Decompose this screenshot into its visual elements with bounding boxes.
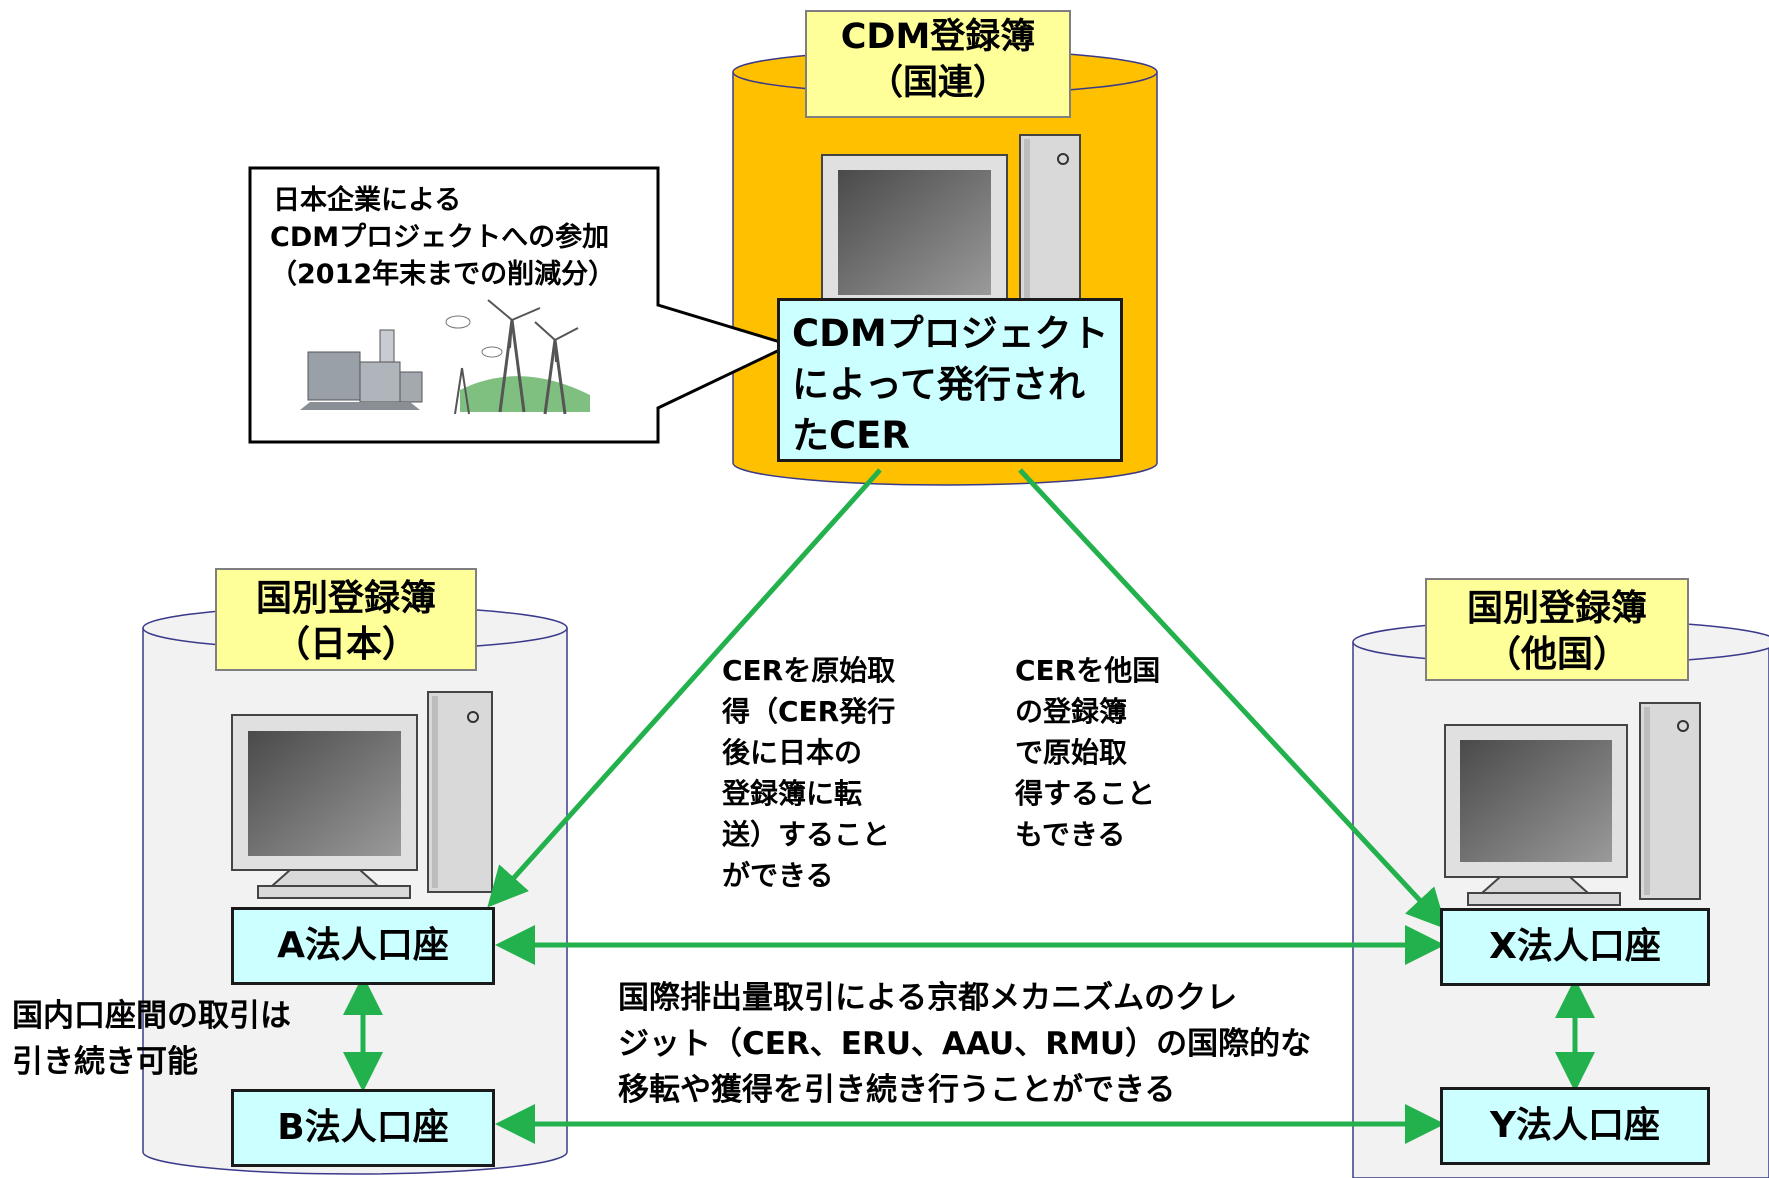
cdm-registry-title: CDM登録簿 <box>840 17 1036 57</box>
cer-box-line3: たCER <box>792 414 910 457</box>
other-registry-label: 国別登録簿 （他国） <box>1425 578 1689 681</box>
account-a: A法人口座 <box>231 907 495 985</box>
note-right-line: 得すること <box>1015 777 1156 810</box>
account-x: X法人口座 <box>1440 908 1710 986</box>
note-left-line: ができる <box>722 859 834 892</box>
cdm-registry-subtitle: （国連） <box>867 63 1008 103</box>
note-original-acquisition: CERを原始取 得（CER発行 後に日本の 登録簿に転 送）すること ができる <box>722 650 895 896</box>
callout-line3: （2012年末までの削減分） <box>270 259 616 290</box>
callout-line1: 日本企業による <box>273 185 462 216</box>
factory-windmill-illustration <box>300 299 590 415</box>
arrow-cer-to-a <box>487 468 882 908</box>
note-international: 国際排出量取引による京都メカニズムのクレ ジット（CER、ERU、AAU、RMU… <box>618 975 1311 1113</box>
computer-icon-japan <box>231 691 493 899</box>
note-right-line: で原始取 <box>1015 736 1128 769</box>
note-domestic: 国内口座間の取引は 引き続き可能 <box>12 993 291 1085</box>
note-domestic-line: 引き続き可能 <box>12 1044 198 1080</box>
note-left-line: CERを原始取 <box>722 654 896 687</box>
japan-registry-label: 国別登録簿 （日本） <box>215 568 477 671</box>
cer-box: CDMプロジェクト によって発行され たCER <box>777 298 1123 462</box>
computer-icon-other <box>1444 702 1701 906</box>
arrow-cer-to-x <box>1018 468 1447 930</box>
note-left-line: 後に日本の <box>722 736 863 769</box>
callout-text: 日本企業による CDMプロジェクトへの参加 （2012年末までの削減分） <box>270 182 615 293</box>
other-registry-title: 国別登録簿 <box>1466 588 1647 629</box>
note-international-line: 国際排出量取引による京都メカニズムのクレ <box>618 980 1238 1016</box>
account-y: Y法人口座 <box>1440 1087 1710 1165</box>
cdm-registry-label: CDM登録簿 （国連） <box>805 10 1071 118</box>
cer-box-line2: によって発行され <box>792 363 1086 406</box>
computer-icon-cdm <box>821 134 1081 321</box>
japan-registry-title: 国別登録簿 <box>255 578 436 619</box>
cer-box-line1: CDMプロジェクト <box>792 312 1109 355</box>
note-left-line: 得（CER発行 <box>722 695 896 728</box>
callout-line2: CDMプロジェクトへの参加 <box>270 222 610 253</box>
note-right-line: CERを他国 <box>1015 654 1161 687</box>
note-left-line: 登録簿に転 <box>722 777 863 810</box>
other-registry-subtitle: （他国） <box>1484 634 1629 675</box>
account-b: B法人口座 <box>231 1089 495 1167</box>
note-domestic-line: 国内口座間の取引は <box>12 998 291 1034</box>
note-international-line: ジット（CER、ERU、AAU、RMU）の国際的な <box>618 1026 1312 1062</box>
note-other-country: CERを他国 の登録簿 で原始取 得すること もできる <box>1015 650 1160 855</box>
note-international-line: 移転や獲得を引き続き行うことができる <box>618 1072 1176 1108</box>
note-right-line: の登録簿 <box>1015 695 1128 728</box>
note-right-line: もできる <box>1015 818 1126 851</box>
japan-registry-subtitle: （日本） <box>273 624 418 665</box>
note-left-line: 送）すること <box>722 818 891 851</box>
